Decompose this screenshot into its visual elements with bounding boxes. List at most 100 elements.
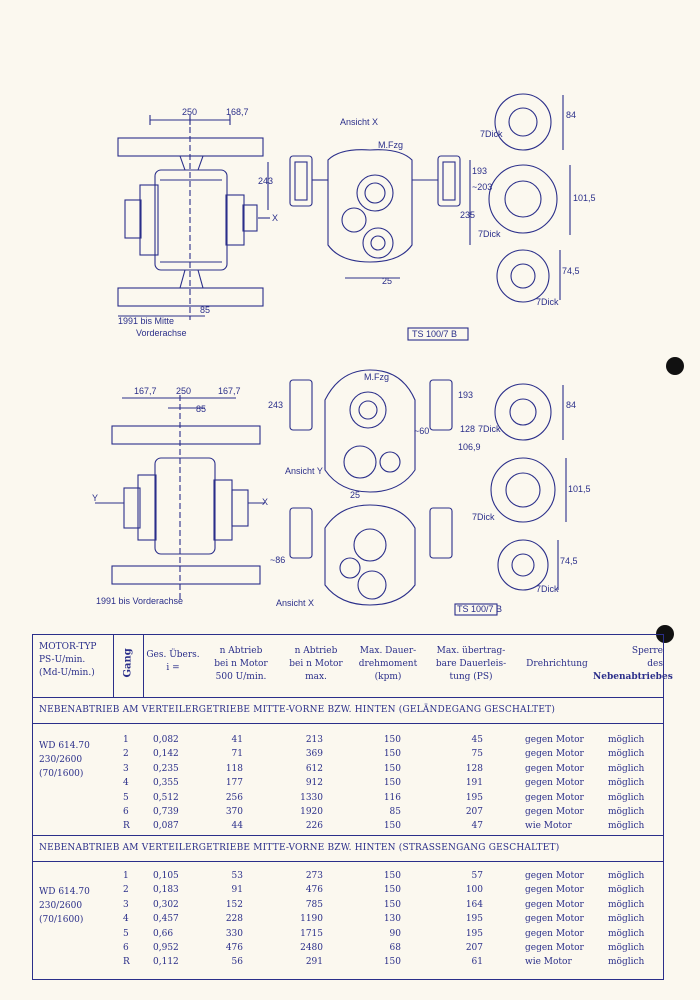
cell-gang: 4	[123, 914, 129, 925]
cell-i: 0,142	[153, 749, 179, 760]
cell-sperre: möglich	[608, 735, 645, 745]
bottom-side-view	[95, 395, 265, 600]
header-line: drehmoment	[358, 659, 418, 669]
header-n-abtrieb-max: n Abtrieb bei n Motor max.	[281, 645, 351, 684]
header-line: Ges. Übers.	[146, 650, 200, 660]
reference-stamp: TS 100/7 B	[412, 329, 458, 339]
cell-n500: 256	[225, 792, 243, 803]
header-line: tung (PS)	[449, 672, 493, 682]
punch-hole	[666, 357, 684, 375]
cell-md: 150	[383, 821, 401, 832]
motor-line: 230/2600	[39, 901, 83, 911]
cell-ps: 61	[471, 957, 483, 968]
motor-line: (70/1600)	[39, 915, 84, 925]
cell-nmax: 226	[305, 821, 323, 832]
dim-label: 7Dick	[478, 229, 501, 239]
section-title: NEBENABTRIEB AM VERTEILERGETRIEBE MITTE-…	[39, 705, 556, 715]
header-line: Nebenabtriebes	[593, 672, 673, 682]
header-line: 500 U/min.	[215, 672, 267, 682]
cell-i: 0,105	[153, 871, 179, 881]
cell-dreh: gegen Motor	[525, 749, 584, 760]
dim-label: 84	[566, 110, 577, 120]
cell-dreh: wie Motor	[525, 821, 572, 832]
cell-nmax: 213	[305, 735, 323, 745]
dim-label: 193	[458, 390, 474, 400]
header-line: max.	[305, 672, 327, 682]
cell-n500: 177	[225, 778, 243, 789]
cell-dreh: gegen Motor	[525, 778, 584, 789]
cell-gang: 1	[123, 871, 129, 881]
dim-label: 7Dick	[478, 424, 501, 434]
cell-i: 0,355	[153, 778, 179, 789]
view-label: Ansicht Y	[285, 466, 323, 476]
cell-ps: 57	[471, 871, 483, 881]
cell-ps: 128	[465, 763, 483, 774]
cell-dreh: gegen Motor	[525, 807, 584, 817]
header-line: MOTOR-TYP	[39, 642, 97, 652]
cell-dreh: gegen Motor	[525, 899, 584, 910]
cell-md: 150	[383, 778, 401, 789]
cell-md: 150	[383, 957, 401, 968]
cell-gang: 5	[123, 928, 129, 939]
cell-n500: 71	[231, 749, 243, 760]
cell-md: 85	[389, 807, 401, 817]
cell-sperre: möglich	[608, 792, 645, 803]
motor-line: 230/2600	[39, 755, 83, 765]
dim-label: M.Fzg	[364, 372, 390, 382]
cell-ps: 47	[471, 821, 483, 832]
cell-dreh: gegen Motor	[525, 914, 584, 925]
cell-sperre: möglich	[608, 763, 645, 774]
dim-label: 84	[566, 400, 577, 410]
cell-n500: 53	[231, 871, 243, 881]
header-line: i =	[166, 663, 180, 673]
motor-line: WD 614.70	[39, 887, 90, 897]
divider	[33, 723, 663, 724]
header-line: Max. übertrag-	[436, 646, 506, 656]
cell-gang: 2	[123, 749, 129, 760]
header-line: n Abtrieb	[294, 646, 338, 656]
header-line: bare Dauerleis-	[435, 659, 507, 669]
cell-gang: 6	[123, 807, 129, 817]
cell-gang: R	[123, 957, 130, 968]
cell-n500: 44	[231, 821, 243, 832]
cell-nmax: 476	[305, 885, 323, 896]
header-line: (kpm)	[374, 672, 402, 682]
view-arrow-label: X	[272, 213, 279, 223]
cell-n500: 476	[225, 943, 243, 953]
view-arrow-label: X	[262, 497, 269, 507]
dim-label: 243	[268, 400, 284, 410]
cell-md: 68	[389, 943, 401, 953]
dim-label: 235	[460, 210, 476, 220]
divider	[33, 835, 663, 836]
bottom-flanges	[490, 383, 567, 591]
cell-i: 0,457	[153, 914, 179, 925]
cell-md: 150	[383, 871, 401, 881]
dim-label: 74,5	[562, 266, 580, 276]
cell-md: 150	[383, 885, 401, 896]
cell-sperre: möglich	[608, 778, 645, 789]
cell-i: 0,952	[153, 943, 179, 953]
motor-type: WD 614.70 230/2600 (70/1600)	[39, 739, 90, 781]
cell-sperre: möglich	[608, 957, 645, 968]
cell-md: 150	[383, 899, 401, 910]
cell-dreh: gegen Motor	[525, 928, 584, 939]
header-sperre: Sperre des Nebenabtriebes	[593, 645, 673, 684]
dim-label: Vorderachse	[136, 328, 187, 338]
cell-i: 0,302	[153, 899, 179, 910]
cell-gang: 3	[123, 899, 129, 910]
dim-label: M.Fzg	[378, 140, 404, 150]
cell-n500: 370	[225, 807, 243, 817]
cell-gang: 1	[123, 735, 129, 745]
cell-gang: 4	[123, 778, 129, 789]
section-title: NEBENABTRIEB AM VERTEILERGETRIEBE MITTE-…	[39, 843, 560, 853]
header-line: n Abtrieb	[219, 646, 263, 656]
cell-dreh: gegen Motor	[525, 763, 584, 774]
dim-label: 7Dick	[472, 512, 495, 522]
cell-dreh: gegen Motor	[525, 792, 584, 803]
